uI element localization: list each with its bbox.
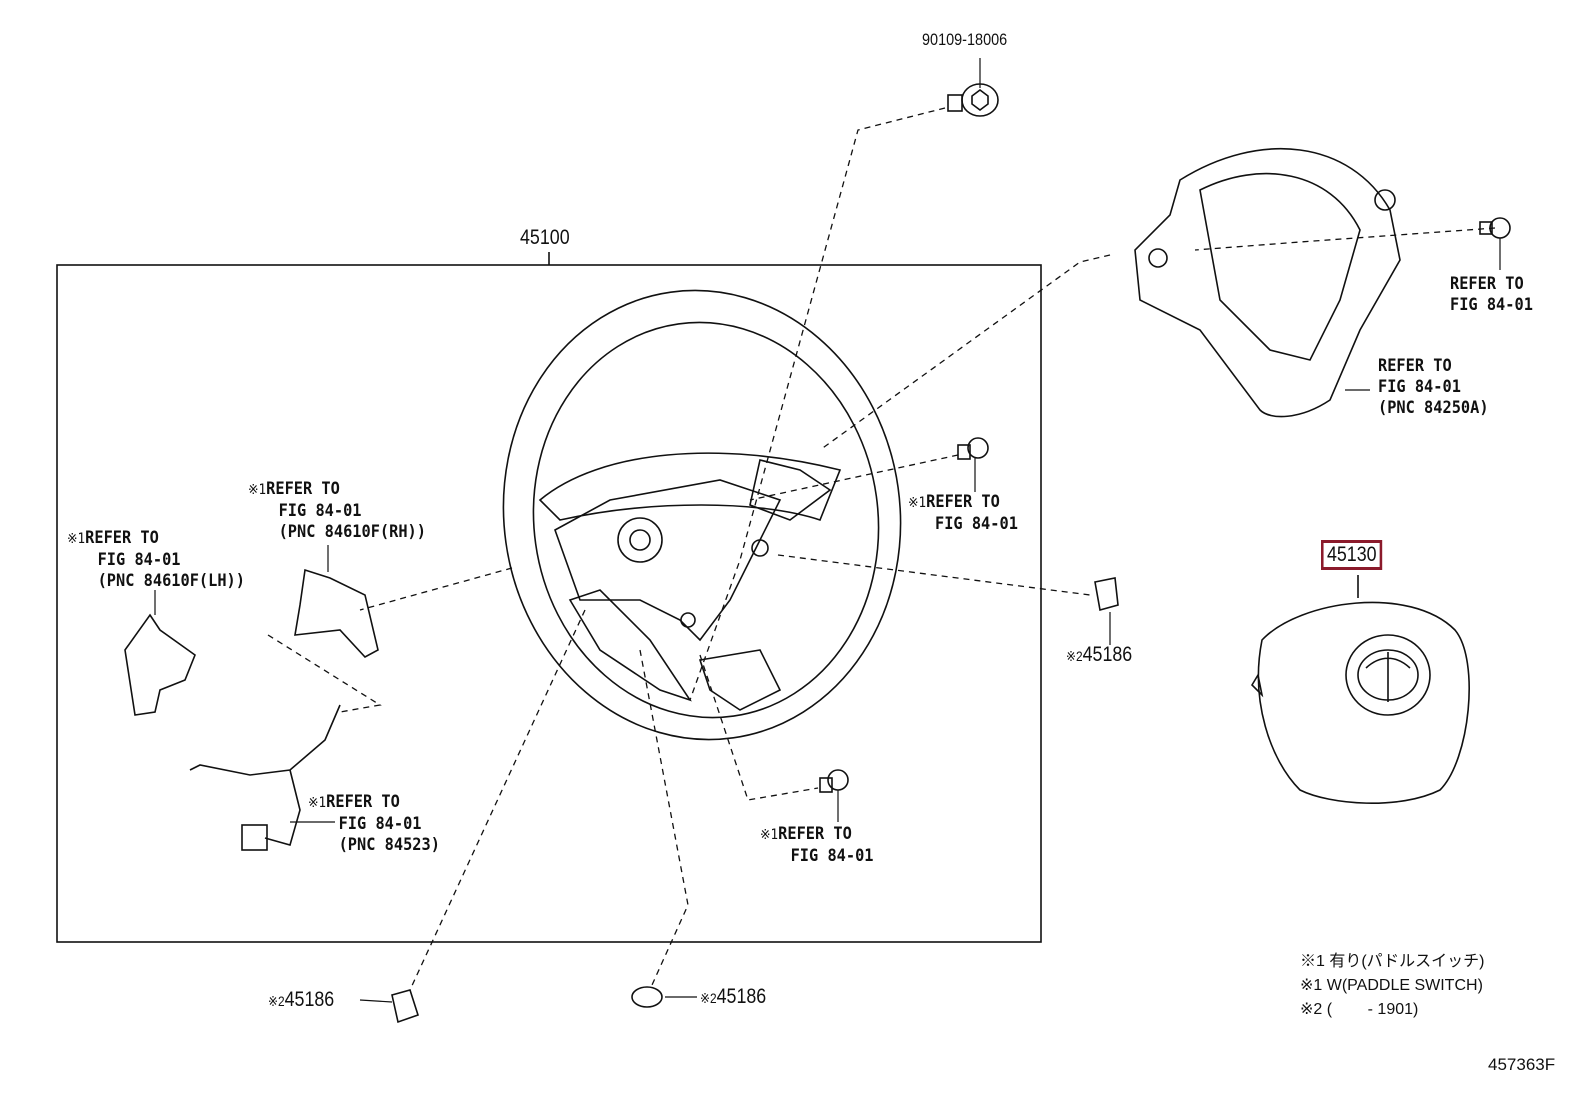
ref-line: (PNC 84610F(RH)) (278, 522, 426, 542)
figure-code: 457363F (1488, 1055, 1556, 1074)
steering-cover-drawing (1134, 147, 1401, 418)
screw-bottom (819, 769, 849, 793)
ref-line: REFER TO (1378, 356, 1452, 376)
airbag-drawing (1250, 575, 1470, 804)
dashed-leaders (267, 107, 1496, 991)
part-number-45100[interactable]: 45100 (520, 226, 570, 249)
cap-bottom-left (391, 989, 419, 1024)
ref-line: FIG 84-01 (1450, 295, 1533, 315)
notes-legend: ※1 有り(パドルスイッチ) ※1 W(PADDLE SWITCH) ※2 ( - … (1300, 950, 1484, 1022)
ref-line: FIG 84-01 (97, 550, 181, 570)
legend-line: ※1 W(PADDLE SWITCH) (1300, 977, 1483, 994)
note-mark-2: ※2 (268, 993, 285, 1009)
ref-line: (PNC 84250A) (1378, 398, 1489, 418)
note-mark-2: ※2 (1066, 648, 1083, 664)
ref-line: REFER TO (85, 528, 159, 548)
ref-line: REFER TO (1450, 274, 1524, 294)
ref-line: FIG 84-01 (338, 814, 422, 834)
ref-line: FIG 84-01 (1378, 377, 1461, 397)
note-mark-1: ※1 (248, 482, 267, 498)
paddle-switch-lh (124, 613, 196, 716)
solid-leaders (154, 58, 1501, 1003)
part-number-45186-bottom-left[interactable]: ※245186 (268, 988, 334, 1012)
ref-line: REFER TO (926, 492, 1000, 512)
ref-line: FIG 84-01 (790, 846, 874, 866)
bolt-90109-18006 (947, 83, 999, 117)
legend-line: ※2 ( - 1901) (1300, 1001, 1419, 1018)
note-mark-1: ※1 (760, 827, 779, 843)
screw-right (957, 437, 989, 460)
steering-wheel-drawing (502, 289, 902, 741)
note-mark-1: ※1 (908, 495, 927, 511)
cap-bottom-mid (631, 986, 663, 1008)
ref-line: (PNC 84610F(LH)) (97, 571, 245, 591)
ref-line: FIG 84-01 (935, 514, 1018, 534)
ref-line: REFER TO (266, 479, 340, 499)
ref-line: REFER TO (326, 792, 400, 812)
ref-line: REFER TO (778, 824, 852, 844)
note-mark-1: ※1 (308, 795, 327, 811)
paddle-switch-rh (294, 568, 379, 658)
ref-line: (PNC 84523) (338, 835, 440, 855)
part-number-45186-bottom-mid[interactable]: ※245186 (700, 985, 766, 1009)
part-number-90109-18006[interactable]: 90109-18006 (922, 30, 1008, 49)
part-number-45186-right[interactable]: ※245186 (1066, 643, 1132, 667)
wire-harness (189, 704, 341, 846)
harness-connector (241, 824, 268, 851)
part-number-text: 45186 (716, 985, 767, 1008)
legend-line: ※1 有り(パドルスイッチ) (1300, 953, 1485, 970)
part-number-text: 45186 (1082, 643, 1133, 666)
part-number-text: 45186 (284, 988, 335, 1011)
ref-line: FIG 84-01 (278, 501, 362, 521)
cap-right (1094, 577, 1119, 612)
part-number-45130[interactable]: 45130 (1321, 540, 1383, 570)
note-mark-2: ※2 (700, 990, 717, 1006)
note-mark-1: ※1 (67, 531, 86, 547)
